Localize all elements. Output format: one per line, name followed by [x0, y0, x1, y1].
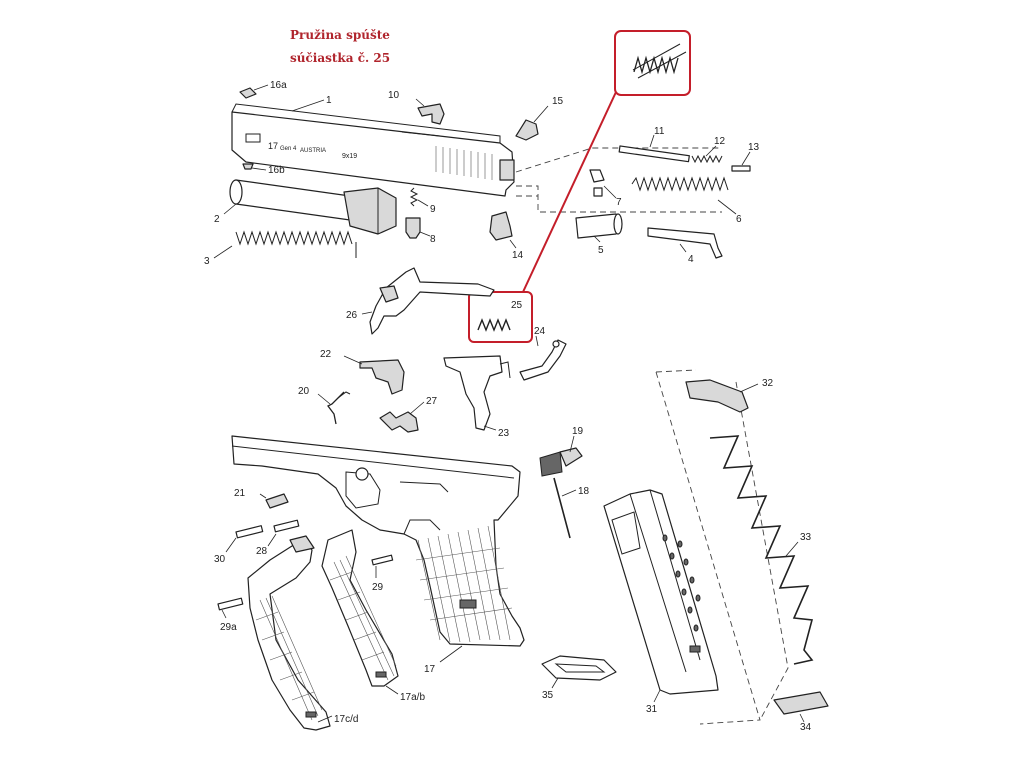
part-20: [327, 391, 351, 425]
part-8: [405, 217, 421, 239]
part-35: [541, 655, 617, 681]
label-22: 22: [320, 349, 332, 360]
label-31: 31: [646, 704, 658, 715]
label-13: 13: [748, 142, 760, 153]
label-19: 19: [572, 426, 584, 437]
part-9: [409, 187, 419, 207]
caption-part-name: Pružina spúšte: [290, 28, 390, 42]
label-2: 2: [214, 214, 220, 225]
label-20: 20: [298, 386, 310, 397]
caption-part-number: súčiastka č. 25: [290, 51, 391, 65]
part-11: [618, 145, 690, 163]
label-17ab: 17a/b: [400, 692, 425, 703]
part-6: [631, 176, 729, 192]
part-12: [691, 154, 723, 164]
part-28: [273, 519, 300, 533]
label-29a: 29a: [220, 622, 237, 633]
spring-25-zoom-icon: [632, 43, 687, 79]
highlight-connector-line: [522, 91, 617, 293]
part-10: [417, 103, 445, 125]
label-32: 32: [762, 378, 774, 389]
part-7: [589, 169, 605, 197]
label-8: 8: [430, 234, 436, 245]
part-29a: [217, 597, 244, 611]
label-6: 6: [736, 214, 742, 225]
part-19: [539, 447, 583, 477]
part-23: [443, 355, 511, 431]
label-4: 4: [688, 254, 694, 265]
label-14: 14: [512, 250, 524, 261]
label-30: 30: [214, 554, 226, 565]
part-24: [519, 339, 567, 381]
label-26: 26: [346, 310, 358, 321]
zoom-highlight-box: [614, 30, 691, 96]
part-33: [709, 435, 814, 665]
part-15: [515, 119, 539, 141]
part-5: [575, 213, 623, 239]
highlight-callout: [468, 30, 691, 343]
part-25-highlight-box: [468, 291, 533, 343]
part-13: [731, 165, 751, 172]
label-35: 35: [542, 690, 554, 701]
part-27: [379, 411, 419, 433]
label-3: 3: [204, 256, 210, 267]
label-27: 27: [426, 396, 438, 407]
part-31: [603, 489, 719, 695]
slide-model-marking: 17: [268, 141, 278, 151]
part-29: [371, 554, 394, 566]
part-26: [369, 267, 495, 335]
slide-gen-marking: Gen 4: [280, 146, 297, 152]
label-12: 12: [714, 136, 726, 147]
label-21: 21: [234, 488, 246, 499]
slide-caliber-marking: 9x19: [342, 153, 357, 160]
label-15: 15: [552, 96, 564, 107]
label-11: 11: [654, 126, 665, 137]
part-17ab: [321, 529, 399, 687]
label-17cd: 17c/d: [334, 714, 358, 725]
label-25: 25: [511, 300, 523, 311]
part-32: [685, 379, 749, 413]
label-5: 5: [598, 245, 604, 256]
part-34: [773, 691, 829, 715]
part-4: [647, 227, 723, 259]
label-29: 29: [372, 582, 384, 593]
part-2: [229, 179, 397, 235]
frame: [231, 435, 525, 647]
label-34: 34: [800, 722, 812, 733]
part-22: [359, 359, 405, 395]
part-16b: [242, 163, 254, 170]
part-30: [235, 525, 264, 539]
slide-country-marking: AUSTRIA: [300, 148, 326, 154]
part-17cd: [247, 535, 331, 731]
part-18: [553, 477, 571, 539]
label-16a: 16a: [270, 80, 287, 91]
part-3: [235, 230, 357, 258]
label-16b: 16b: [268, 165, 285, 176]
magazine-witness-holes: [662, 534, 701, 632]
label-10: 10: [388, 90, 400, 101]
part-14: [489, 211, 513, 241]
label-7: 7: [616, 197, 622, 208]
label-1: 1: [326, 95, 332, 106]
label-23: 23: [498, 428, 510, 439]
label-28: 28: [256, 546, 268, 557]
part-16a: [239, 87, 257, 99]
label-17: 17: [424, 664, 436, 675]
label-9: 9: [430, 204, 436, 215]
label-18: 18: [578, 486, 590, 497]
part-21: [265, 493, 289, 509]
label-33: 33: [800, 532, 812, 543]
label-24: 24: [534, 326, 546, 337]
part-25: [477, 318, 511, 332]
slide: 17 Gen 4 AUSTRIA 9x19: [231, 103, 515, 197]
